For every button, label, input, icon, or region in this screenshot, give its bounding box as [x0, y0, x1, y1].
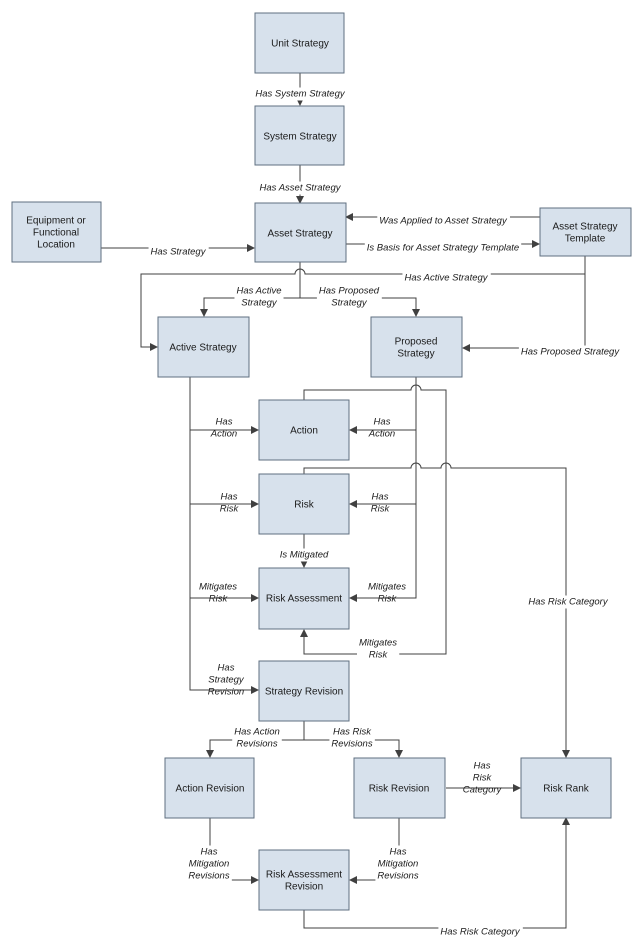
svg-text:Risk: Risk	[294, 500, 314, 511]
label-has-system-strategy: Has System Strategy	[255, 89, 345, 100]
label-has-active-strategy-top: Has Active Strategy	[404, 273, 488, 284]
svg-text:Risk Rank: Risk Rank	[543, 784, 590, 795]
node-asset-strategy: Asset Strategy	[254, 202, 347, 263]
label-background	[402, 271, 491, 285]
edge-rar-to-rank	[303, 817, 570, 929]
node-active-strategy: Active Strategy	[157, 316, 250, 378]
label-is-mitigated: Is Mitigated	[280, 550, 329, 561]
label-background	[253, 87, 348, 101]
label-background	[234, 284, 284, 310]
node-risk-revision: Risk Revision	[353, 757, 446, 819]
label-has-risk-category: Has Risk Category	[528, 597, 608, 608]
edge-template-active-strategy	[140, 256, 586, 351]
edge-risk-has-risk-category	[303, 462, 570, 758]
label-background	[329, 725, 375, 751]
label-background	[375, 845, 421, 883]
label-background	[186, 845, 232, 883]
label-background	[316, 284, 382, 310]
label-background	[257, 181, 344, 195]
node-unit-strategy: Unit Strategy	[254, 12, 345, 74]
svg-text:Unit Strategy: Unit Strategy	[271, 39, 329, 50]
label-background	[518, 345, 623, 359]
edge-action-mitigates-risk	[300, 384, 447, 655]
edge-labels: Has System Strategy Has Asset Strategy H…	[148, 87, 623, 939]
node-risk: Risk	[258, 473, 350, 535]
label-background	[148, 245, 209, 259]
label-has-proposed-strategy-right: Has Proposed Strategy	[521, 347, 620, 358]
label-background	[377, 214, 510, 228]
edge-active-trunk	[189, 377, 259, 694]
node-system-strategy: System Strategy	[254, 105, 345, 166]
svg-text:Action Revision: Action Revision	[176, 784, 245, 795]
svg-text:Risk Revision: Risk Revision	[369, 784, 430, 795]
edge-template-proposed-strategy	[462, 256, 586, 352]
svg-text:Risk Assessment: Risk Assessment	[266, 594, 342, 605]
svg-text:Action: Action	[290, 426, 318, 437]
node-risk-rank: Risk Rank	[520, 757, 612, 819]
label-has-strategy: Has Strategy	[151, 247, 207, 258]
node-risk-assessment: Risk Assessment	[258, 567, 350, 630]
label-background	[364, 241, 522, 255]
edge-proposed-trunk	[349, 377, 417, 602]
label-is-basis: Is Basis for Asset Strategy Template	[367, 243, 519, 254]
nodes: Unit Strategy System Strategy Equipment …	[11, 12, 632, 911]
node-strategy-revision: Strategy Revision	[258, 660, 350, 722]
edges	[101, 73, 586, 929]
node-action-revision: Action Revision	[164, 757, 255, 819]
node-action: Action	[258, 399, 350, 461]
label-was-applied: Was Applied to Asset Strategy	[379, 216, 508, 227]
label-background	[277, 548, 332, 562]
svg-text:Active Strategy: Active Strategy	[169, 343, 236, 354]
label-background	[356, 636, 400, 662]
label-background	[232, 725, 282, 751]
label-background	[526, 595, 611, 609]
svg-text:Asset Strategy: Asset Strategy	[267, 229, 332, 240]
svg-text:System Strategy: System Strategy	[263, 132, 336, 143]
label-background	[438, 925, 523, 939]
label-has-asset-strategy: Has Asset Strategy	[260, 183, 342, 194]
svg-text:Strategy Revision: Strategy Revision	[265, 687, 343, 698]
label-has-risk-category-bottom: Has Risk Category	[440, 927, 520, 938]
